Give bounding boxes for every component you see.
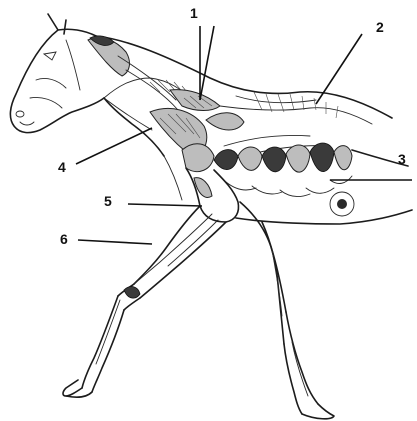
label-3: 3: [398, 152, 406, 166]
leader-4: [76, 128, 152, 164]
neck-muscles: [88, 36, 392, 130]
label-6: 6: [60, 232, 68, 246]
leader-6: [78, 240, 152, 244]
horse-head: [10, 14, 104, 133]
label-2: 2: [376, 20, 384, 34]
label-5: 5: [104, 194, 112, 208]
foreleg-front: [63, 168, 239, 397]
leader-2: [316, 34, 362, 104]
foreleg-far: [240, 202, 334, 419]
label-1: 1: [190, 6, 198, 20]
leader-5: [128, 204, 202, 206]
label-4: 4: [58, 160, 66, 174]
leader-1b: [200, 26, 214, 100]
serratus-digitations: [214, 143, 352, 197]
